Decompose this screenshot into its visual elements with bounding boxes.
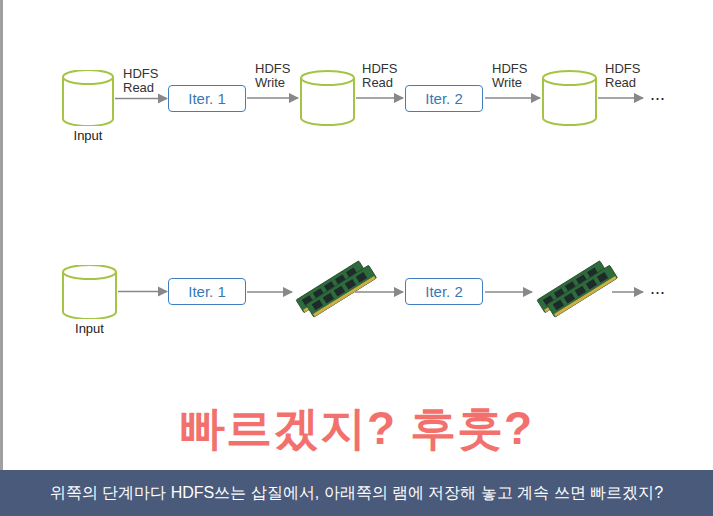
cylinder-outline	[62, 70, 114, 126]
continuation-mark: ...	[650, 278, 665, 299]
caption-text: 위쪽의 단계마다 HDFS쓰는 삽질에서, 아래쪽의 램에 저장해 놓고 계속 …	[50, 483, 663, 504]
iteration-box: Iter. 2	[405, 85, 483, 112]
box-label: Iter. 2	[425, 283, 463, 300]
iteration-box: Iter. 1	[168, 85, 246, 112]
io-label: HDFS Write	[492, 62, 527, 89]
flow-arrow	[118, 291, 167, 293]
io-label: HDFS Write	[255, 62, 290, 89]
label-text: HDFS Write	[492, 62, 527, 89]
flow-arrow	[115, 98, 167, 100]
box-label: Iter. 1	[188, 283, 226, 300]
headline: 빠르겠지? 후훗?	[179, 398, 533, 460]
label-text: ...	[650, 84, 665, 105]
cylinder-label: Input	[62, 128, 114, 143]
label-text: HDFS Read	[605, 62, 640, 89]
hdfs-cylinder	[543, 71, 596, 125]
continuation-mark: ...	[650, 84, 665, 105]
label-text: HDFS Read	[362, 62, 397, 89]
input-cylinder: Input	[62, 70, 114, 126]
iteration-box: Iter. 1	[168, 278, 246, 305]
ram-image	[296, 258, 377, 321]
label-text: HDFS Write	[255, 62, 290, 89]
cylinder-label: Input	[62, 321, 117, 336]
label-text: ...	[650, 278, 665, 299]
edge-strip	[0, 0, 3, 470]
input-cylinder: Input	[62, 265, 117, 319]
caption-bar: 위쪽의 단계마다 HDFS쓰는 삽질에서, 아래쪽의 램에 저장해 놓고 계속 …	[0, 470, 713, 516]
ram-image	[537, 258, 618, 321]
box-label: Iter. 2	[425, 90, 463, 107]
box-label: Iter. 1	[188, 90, 226, 107]
io-label: HDFS Read	[123, 67, 158, 94]
iteration-box: Iter. 2	[405, 278, 483, 305]
edge-label: HDFS Read	[123, 67, 158, 94]
headline-text: 빠르겠지? 후훗?	[179, 398, 533, 460]
hdfs-cylinder	[301, 71, 354, 125]
io-label: HDFS Read	[605, 62, 640, 89]
io-label: HDFS Read	[362, 62, 397, 89]
cylinder-outline	[62, 265, 117, 319]
